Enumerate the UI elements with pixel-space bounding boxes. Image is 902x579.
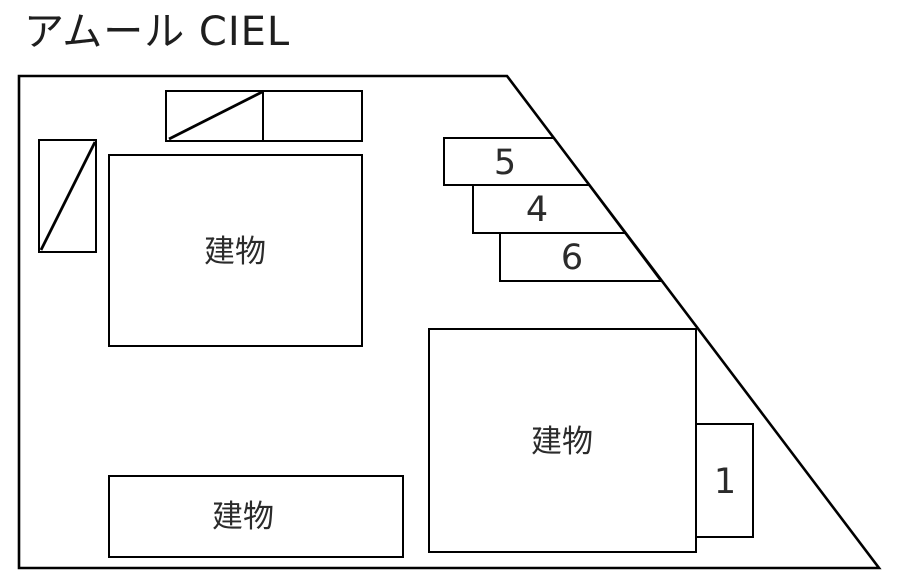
parking-space-1-outline [695, 423, 754, 538]
building-lower-left-label: 建物 [212, 499, 274, 535]
building-lower-left-outline [108, 475, 404, 558]
carport-left-outline [38, 139, 97, 253]
parking-space-6-outline [499, 232, 663, 282]
parking-space-1: 1 [695, 423, 754, 538]
building-lower-right-label: 建物 [531, 424, 593, 460]
parking-space-5-number: 5 [494, 143, 516, 183]
parking-space-6-number: 6 [561, 238, 583, 278]
building-upper-left-outline [108, 154, 363, 347]
parking-space-6: 6 [499, 232, 663, 282]
carport-left-diagonal-mark [39, 141, 97, 251]
building-upper-left: 建物 [108, 154, 363, 347]
site-boundary [17, 74, 882, 570]
carport-left [38, 139, 97, 253]
carport-top-diagonal-mark [168, 90, 263, 141]
parking-space-1-number: 1 [714, 462, 736, 502]
building-lower-left: 建物 [108, 475, 404, 558]
building-upper-left-label: 建物 [204, 234, 266, 270]
parking-space-4-number: 4 [526, 190, 548, 230]
plan-title: アムール CIEL [24, 9, 291, 55]
carport-top [165, 90, 363, 142]
